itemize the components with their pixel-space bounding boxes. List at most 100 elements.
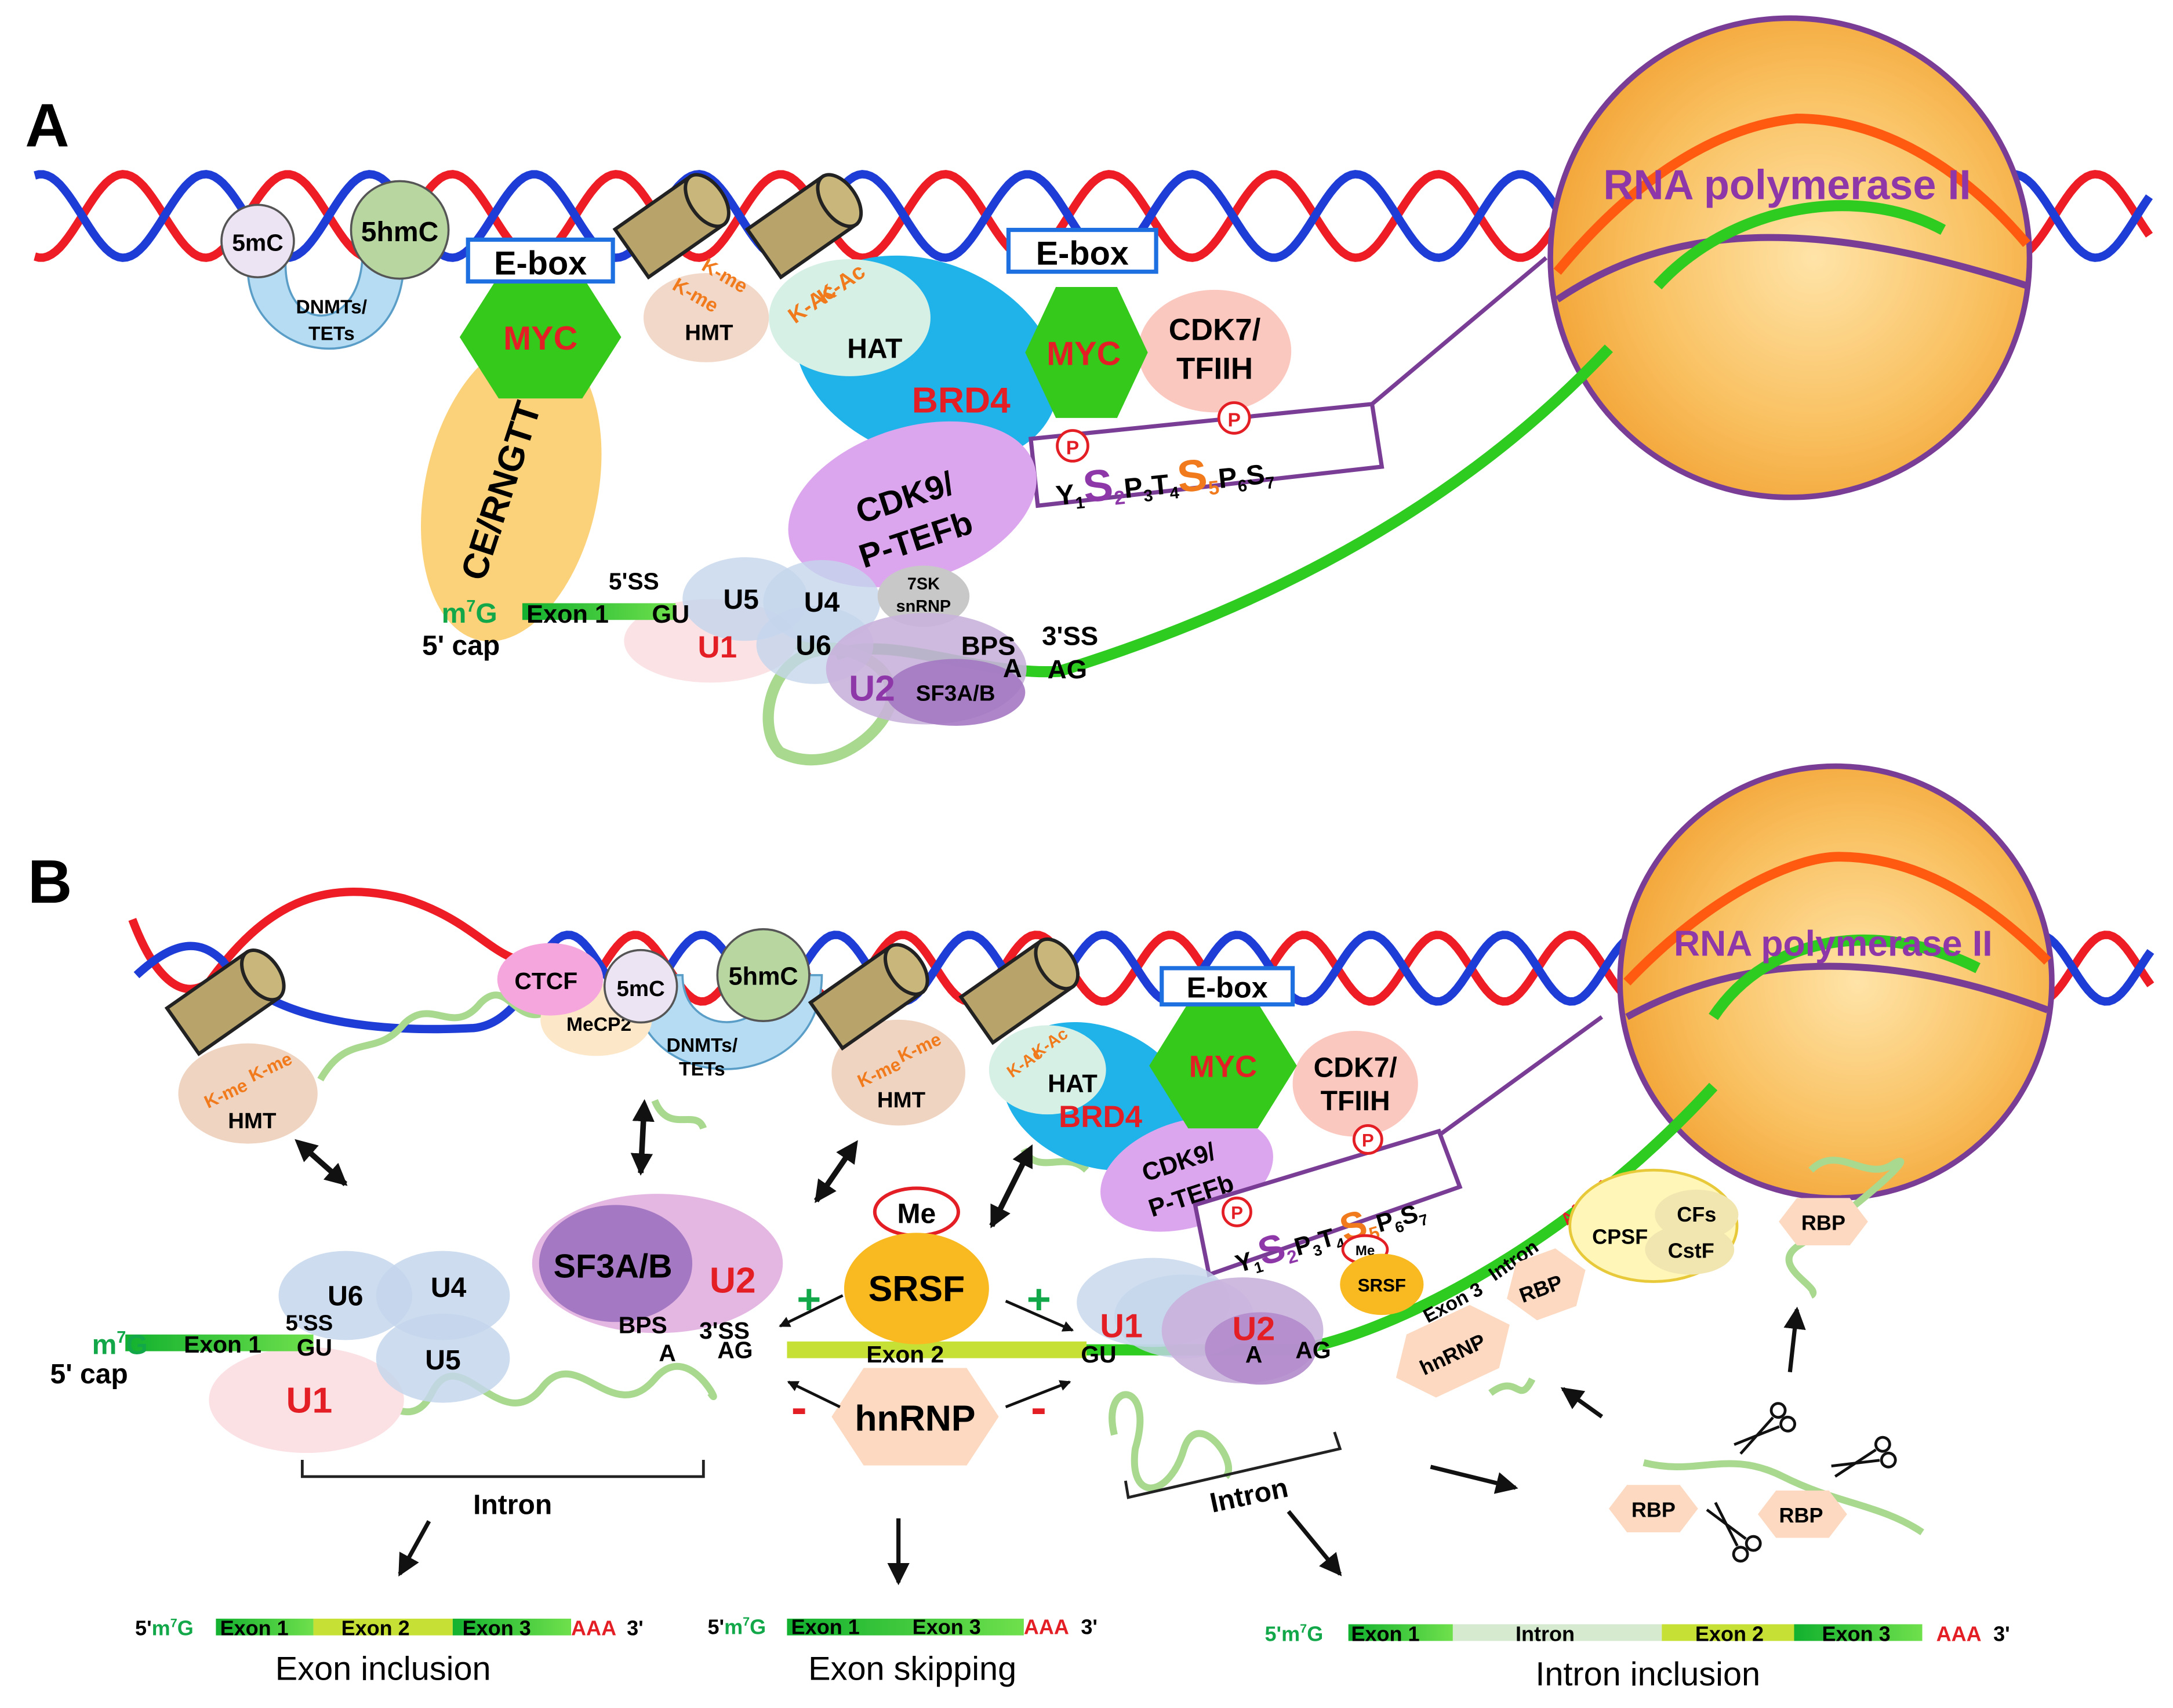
hmt-nucleosome-a: HMT K-me K-me <box>612 173 769 362</box>
myc-label-a2: MYC <box>1046 336 1121 373</box>
5cap-label-a: 5' cap <box>422 630 500 661</box>
u5-label-a: U5 <box>723 584 758 615</box>
double-arrows-b <box>295 1099 1033 1229</box>
exon1-label-a: Exon 1 <box>526 601 609 628</box>
m2-exon1-label: Exon 1 <box>791 1615 860 1638</box>
p-mark-a2: P <box>1227 409 1240 431</box>
exon1-label-b: Exon 1 <box>184 1331 261 1358</box>
p-mark-b1: P <box>1362 1130 1374 1150</box>
ebox-myc-ce-a: CE/RNGTT MYC E-box <box>421 237 622 642</box>
spliceosome-right-b: U1 U2 GU A AG <box>1077 1258 1331 1385</box>
ebox-box-b <box>1160 966 1295 1006</box>
m2-polya-label: AAA <box>1024 1615 1069 1638</box>
ctcf-label-b: CTCF <box>514 968 577 994</box>
u1-left-label-b: U1 <box>286 1380 332 1420</box>
cdk7-label-a: CDK7/ <box>1169 312 1261 347</box>
hat-label-a: HAT <box>847 334 902 365</box>
5mc-circle-b <box>603 949 678 1024</box>
u2-big-label-b: U2 <box>710 1260 756 1301</box>
5hmc-label-b: 5hmC <box>729 963 798 991</box>
bps-label-b: BPS <box>619 1311 667 1338</box>
m3-exon2-label: Exon 2 <box>1695 1622 1764 1645</box>
ebox-label-a2: E-box <box>1036 235 1129 272</box>
dna-loop-red-b <box>128 888 530 993</box>
srsf-big-shape-b <box>844 1233 989 1344</box>
panel-label-a: A <box>25 91 69 159</box>
u1-label-a: U1 <box>698 630 737 664</box>
gu2-label-b: GU <box>1081 1341 1116 1368</box>
pol2-label-b: RNA polymerase II <box>1674 923 1993 964</box>
m3-3prime-label: 3' <box>1993 1622 2010 1645</box>
ebox-label-a1: E-box <box>494 245 587 282</box>
u2-right-label-b: U2 <box>1232 1310 1275 1347</box>
dna-loop-blue-b <box>133 942 533 1034</box>
exon-inclusion-label: Exon inclusion <box>275 1651 491 1688</box>
m1-exon1-label: Exon 1 <box>220 1616 289 1640</box>
brd4-complex-b: HAT BRD4 K-Ac K-Ac <box>958 937 1191 1171</box>
rbp-c-label-b: RBP <box>1631 1498 1676 1522</box>
hat-shape-a <box>769 259 931 376</box>
rna-transcript-b <box>1086 1082 1718 1356</box>
dnmts-label-b: DNMTs/ <box>667 1035 738 1056</box>
cpsf-label-b: CPSF <box>1592 1225 1648 1249</box>
rna-polymerase-ii-b: RNA polymerase II <box>1617 763 2055 1201</box>
m7g-label-b: m7G <box>92 1328 148 1360</box>
5mc-circle-a <box>220 203 295 279</box>
gu1-label-b: GU <box>297 1334 332 1361</box>
intron-right-label-b: Intron <box>1207 1473 1291 1519</box>
cstf-label-b: CstF <box>1668 1239 1714 1263</box>
gu-label-a: GU <box>652 601 689 628</box>
exon-skipping-label: Exon skipping <box>808 1651 1016 1688</box>
rbp-b-label-b: RBP <box>1801 1211 1845 1235</box>
m1-polya-label: AAA <box>571 1616 616 1640</box>
5hmc-circle-a <box>350 180 450 280</box>
hat-label-b: HAT <box>1048 1070 1098 1098</box>
rna-polymerase-ii-a: RNA polymerase II <box>1547 15 2033 500</box>
p-mark-a1: P <box>1066 437 1079 459</box>
nucleosome-cylinder-b3 <box>958 937 1080 1045</box>
svg-text:5'm7G: 5'm7G <box>708 1614 766 1638</box>
ag1-label-b: AG <box>717 1337 753 1364</box>
brd4-label-a: BRD4 <box>912 380 1011 420</box>
ebox-box-a1 <box>466 237 615 284</box>
hmt2-label-b: HMT <box>877 1088 926 1113</box>
cfs-label-b: CFs <box>1677 1202 1716 1226</box>
nucleosome-cylinder-b1 <box>164 949 286 1056</box>
sf3ab-shape-a <box>886 659 1026 726</box>
7sk-label-a: 7SK <box>907 575 940 593</box>
u5-shape-b <box>376 1313 510 1403</box>
snrnp-label-a: snRNP <box>896 597 951 616</box>
scissors-icon <box>1734 1402 1797 1455</box>
hmt-nucleosome-b1: HMT K-me K-me <box>164 949 318 1144</box>
m1-exon3-label: Exon 3 <box>463 1616 531 1640</box>
exon2-label-b: Exon 2 <box>866 1341 944 1368</box>
srsf-hnrnp-regulators-b: Me SRSF hnRNP + + - - <box>779 1186 1074 1466</box>
pol2-label-a: RNA polymerase II <box>1603 162 1971 209</box>
dnmts-label-a: DNMTs/ <box>296 297 367 318</box>
cdk9-complex-a: CDK9/ P-TEFb <box>788 421 1037 587</box>
m1-exon2-label: Exon 2 <box>341 1616 410 1640</box>
brd4-label-b: BRD4 <box>1059 1100 1142 1134</box>
panel-label-b: B <box>28 848 72 916</box>
u1-left-shape-b <box>209 1347 404 1453</box>
spliceosome-a: 7SK snRNP SF3A/B U2 U5 U4 U6 U1 <box>624 557 1027 726</box>
hat-shape-b <box>989 1025 1106 1115</box>
hnrnp-big-shape-b <box>831 1368 999 1466</box>
myc-hexagon-a1 <box>459 275 622 399</box>
u4-label-b: U4 <box>431 1273 467 1303</box>
svg-text:5'm7G: 5'm7G <box>1265 1621 1324 1645</box>
p-mark-b2: P <box>1231 1202 1243 1223</box>
m3-intron-label: Intron <box>1516 1622 1575 1645</box>
sf3ab-u2-complex-b: SF3A/B U2 <box>532 1194 783 1333</box>
exon2-bar-b <box>787 1341 1086 1358</box>
scissors-icon <box>1706 1502 1762 1563</box>
scissors-icon <box>1831 1436 1897 1478</box>
7sk-shape-a <box>877 565 970 627</box>
5cap-label-b: 5' cap <box>50 1359 128 1390</box>
intron-bracket-right-b <box>1124 1431 1342 1499</box>
5hmc-circle-b <box>716 928 811 1023</box>
ebox-box-a2 <box>1006 227 1158 274</box>
minus-right-b: - <box>1031 1382 1046 1434</box>
